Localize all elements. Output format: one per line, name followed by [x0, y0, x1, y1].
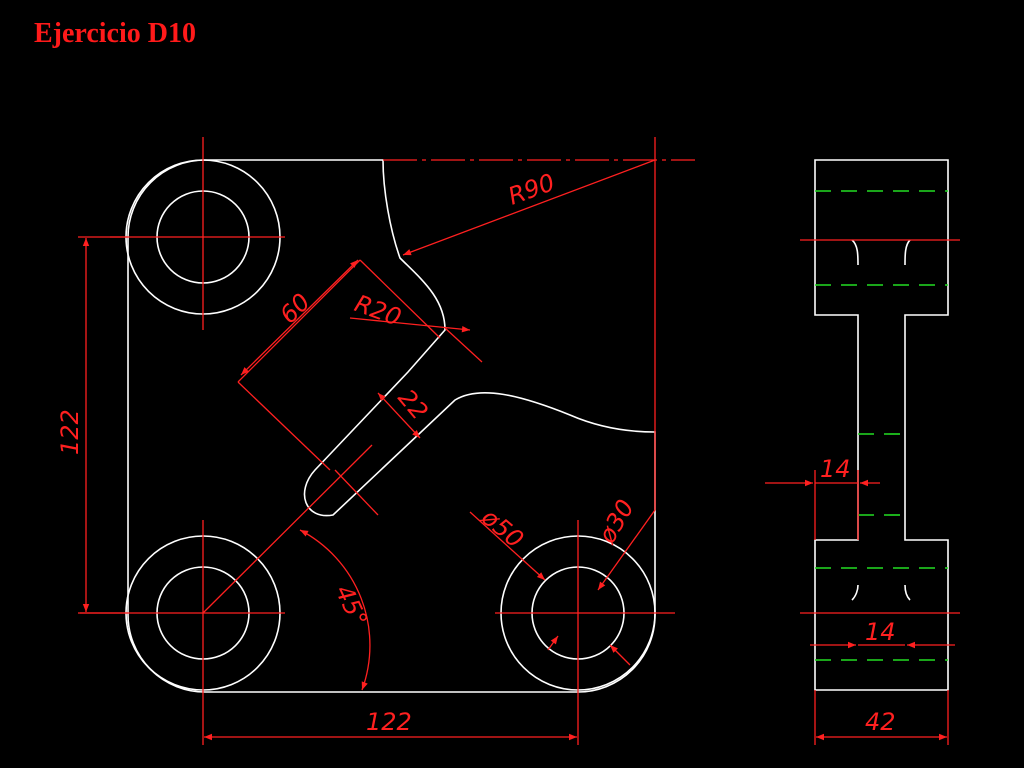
r90-leader — [402, 159, 656, 256]
drawing-title: Ejercicio D10 — [34, 18, 196, 49]
front-dimensions: R90 60 R20 22 122 ø50 ø30 45° 122 — [56, 159, 656, 741]
dim-r90: R90 — [504, 168, 558, 210]
dim-b122: 122 — [366, 708, 412, 736]
side-dimensions: 14 14 42 — [765, 455, 955, 745]
dim-ang45: 45° — [330, 581, 373, 631]
dim-len60: 60 — [274, 288, 315, 329]
d50-leader — [469, 511, 546, 581]
d30-leader — [597, 509, 656, 591]
front-view-outline — [127, 159, 656, 693]
dim-h122: 122 — [56, 409, 84, 455]
side-view — [800, 159, 960, 691]
dim-d50: ø50 — [475, 503, 528, 554]
dim-w22: 22 — [392, 384, 433, 425]
dim-s14b: 14 — [865, 618, 896, 646]
len60-line — [240, 259, 359, 376]
ang45-arc — [299, 529, 371, 691]
r20-leader — [349, 317, 471, 333]
front-view — [125, 159, 656, 693]
dim-s14a: 14 — [820, 455, 851, 483]
center-lines — [80, 137, 695, 745]
dim-s42: 42 — [865, 708, 896, 736]
w22-line — [377, 392, 421, 439]
